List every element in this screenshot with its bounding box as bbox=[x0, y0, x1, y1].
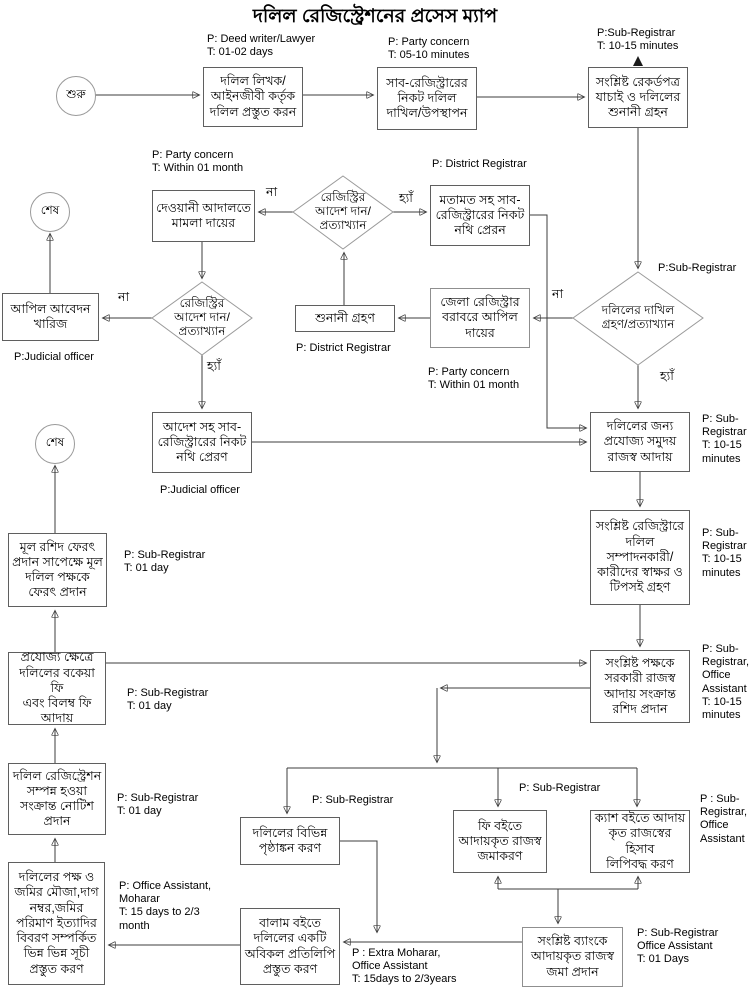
annotation-hearing: P: District Registrar bbox=[296, 342, 391, 354]
process-civil-court: দেওয়ানী আদালতে মামলা দায়ের bbox=[152, 190, 255, 242]
process-verify-records: সংশ্লিষ্ট রেকর্ডপত্র যাচাই ও দলিলের শুনা… bbox=[588, 67, 688, 128]
process-prepare-deed: দলিল লিখক/ আইনজীবী কর্তৃক দলিল প্রস্তুত … bbox=[203, 67, 303, 127]
annotation-notice: P: Sub-Registrar T: 01 day bbox=[117, 792, 199, 818]
page-title: দলিল রেজিস্ট্রেশনের প্রসেস ম্যাপ bbox=[252, 6, 498, 27]
process-bank-deposit: সংশ্লিষ্ট ব্যাংকে আদায়কৃত রাজস্ব জমা প্… bbox=[522, 927, 623, 987]
annotation-appeal-dismissed: P:Judicial officer bbox=[14, 351, 94, 363]
annotation-signatures: P: Sub- Registrar T: 10-15 minutes bbox=[702, 527, 747, 579]
process-appeal-dismissed: আপিল আবেদন খারিজ bbox=[2, 293, 99, 341]
annotation-cash-book: P : Sub- Registrar, Office Assistant bbox=[700, 793, 748, 845]
process-appeal-district: জেলা রেজিস্ট্রার বরাবরে আপিল দায়ের bbox=[430, 288, 530, 348]
end-terminator-2: শেষ bbox=[35, 424, 75, 464]
connector-endorsement-to-balam bbox=[340, 840, 377, 932]
end-terminator-1: শেষ bbox=[30, 192, 70, 232]
label-no-accept: না bbox=[552, 287, 564, 301]
annotation-submit-deed: P: Party concern T: 05-10 minutes bbox=[388, 36, 470, 62]
process-late-fees: প্রযোজ্য ক্ষেত্রে দলিলের বকেয়া ফি এবং ব… bbox=[8, 650, 106, 725]
annotation-indexes: P: Office Assistant, Moharar T: 15 days … bbox=[119, 880, 212, 932]
annotation-verify-records: P:Sub-Registrar T: 10-15 minutes bbox=[597, 27, 679, 53]
process-receipt: সংশ্লিষ্ট পক্ষকে সরকারী রাজস্ব আদায় সংক… bbox=[590, 650, 690, 723]
process-notice: দলিল রেজিস্ট্রেশন সম্পন্ন হওয়া সংক্রান্… bbox=[8, 763, 106, 835]
annotation-opinion-file: P: District Registrar bbox=[432, 158, 527, 170]
process-opinion-file: মতামত সহ সাব- রেজিস্ট্রারের নিকট নথি প্র… bbox=[430, 185, 530, 246]
annotation-balam-copy: P : Extra Moharar, Office Assistant T: 1… bbox=[352, 947, 457, 986]
annotation-order-file: P:Judicial officer bbox=[160, 484, 240, 496]
annotation-endorsement: P: Sub-Registrar bbox=[312, 794, 394, 806]
process-endorsement: দলিলের বিভিন্ন পৃষ্ঠাঙ্কন করণ bbox=[240, 817, 340, 865]
annotation-fee-book: P: Sub-Registrar bbox=[519, 782, 601, 794]
process-order-file: আদেশ সহ সাব- রেজিস্ট্রারের নিকট নথি প্রে… bbox=[152, 412, 252, 473]
connector-opinion-to-collect-revenue bbox=[530, 214, 586, 428]
process-signatures: সংশ্লিষ্ট রেজিস্ট্রারে দলিল সম্পাদনকারী/… bbox=[590, 510, 690, 605]
label-yes-order1: হ্যাঁ bbox=[399, 191, 413, 205]
process-indexes: দলিলের পক্ষ ও জমির মৌজা,দাগ নম্বর,জমির প… bbox=[8, 862, 105, 985]
process-return-deed: মূল রশিদ ফেরৎ প্রদান সাপেক্ষে মূল দলিল প… bbox=[8, 533, 107, 607]
label-no-order1: না bbox=[266, 185, 278, 199]
label-yes-accept: হ্যাঁ bbox=[660, 369, 674, 383]
annotation-appeal-district: P: Party concern T: Within 01 month bbox=[428, 366, 520, 392]
decision-registrar-order-1-shape bbox=[292, 175, 394, 250]
process-balam-copy: বালাম বইতে দলিলের একটি অবিকল প্রতিলিপি প… bbox=[240, 908, 340, 985]
arrowhead-into-verify-records bbox=[633, 56, 643, 66]
process-collect-revenue: দলিলের জন্য প্রযোজ্য সমুদয় রাজস্ব আদায় bbox=[590, 412, 690, 472]
process-submit-deed: সাব-রেজিস্ট্রারের নিকট দলিল দাখিল/উপস্থা… bbox=[377, 67, 477, 130]
decision-accept-submission-shape bbox=[572, 271, 704, 366]
process-hearing: শুনানী গ্রহণ bbox=[295, 305, 395, 332]
start-terminator: শুরু bbox=[56, 76, 96, 116]
annotation-accept-submission: P:Sub-Registrar bbox=[658, 262, 737, 274]
annotation-civil-court: P: Party concern T: Within 01 month bbox=[152, 149, 244, 175]
label-no-order2: না bbox=[118, 290, 130, 304]
process-cash-book: ক্যাশ বইতে আদায় কৃত রাজস্বের হিসাব লিপি… bbox=[590, 810, 690, 873]
label-yes-order2: হ্যাঁ bbox=[207, 359, 221, 373]
annotation-prepare-deed: P: Deed writer/Lawyer T: 01-02 days bbox=[207, 33, 316, 59]
decision-registrar-order-2-shape bbox=[151, 281, 253, 356]
annotation-receipt: P: Sub- Registrar, Office Assistant T: 1… bbox=[702, 643, 750, 721]
annotation-late-fees: P: Sub-Registrar T: 01 day bbox=[127, 687, 209, 713]
annotation-collect-revenue: P: Sub- Registrar T: 10-15 minutes bbox=[702, 413, 747, 465]
annotation-return-deed: P: Sub-Registrar T: 01 day bbox=[124, 549, 206, 575]
process-fee-book: ফি বইতে আদায়কৃত রাজস্ব জমাকরণ bbox=[453, 810, 547, 873]
annotation-bank-deposit: P: Sub-Registrar Office Assistant T: 01 … bbox=[637, 927, 719, 966]
